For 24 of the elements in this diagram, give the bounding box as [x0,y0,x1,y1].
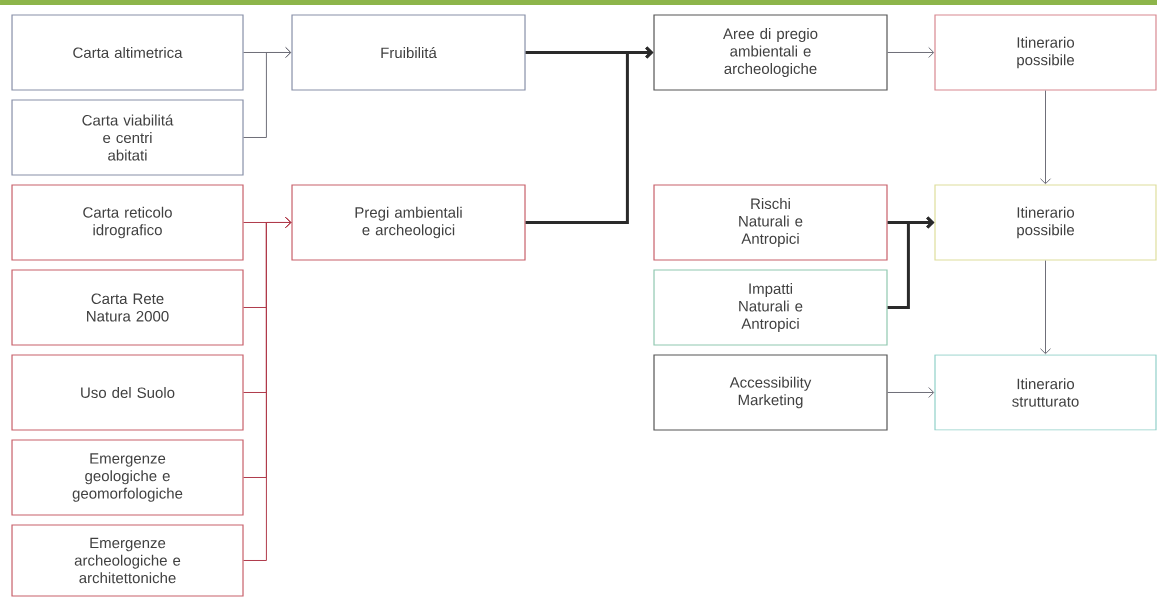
process-box: Pregi ambientali e archeologici [291,184,526,261]
process-box: Accessibility Marketing [653,354,888,431]
arrow [887,387,935,398]
process-box: Uso del Suolo [11,354,244,431]
arrow [525,46,654,224]
process-box: Impatti Naturali e Antropici [653,269,888,346]
process-box: Fruibilitá [291,14,526,91]
process-box: Carta viabilitá e centri abitati [11,99,244,176]
process-box: Emergenze geologiche e geomorfologiche [11,439,244,516]
arrow [243,47,292,138]
process-box: Carta altimetrica [11,14,244,91]
process-box: Emergenze archeologiche e architettoniche [11,524,244,597]
arrow [887,47,935,58]
process-box: Itinerario possibile [934,184,1157,261]
process-box: Rischi Naturali e Antropici [653,184,888,261]
process-box: Itinerario strutturato [934,354,1157,431]
arrow [243,217,292,561]
process-box: Itinerario possibile [934,14,1157,91]
arrow [887,216,935,309]
process-box: Carta reticolo idrografico [11,184,244,261]
process-box: Aree di pregio ambientali e archeologiche [653,14,888,91]
arrow [1040,260,1051,355]
arrow [1040,90,1051,185]
process-box: Carta Rete Natura 2000 [11,269,244,346]
